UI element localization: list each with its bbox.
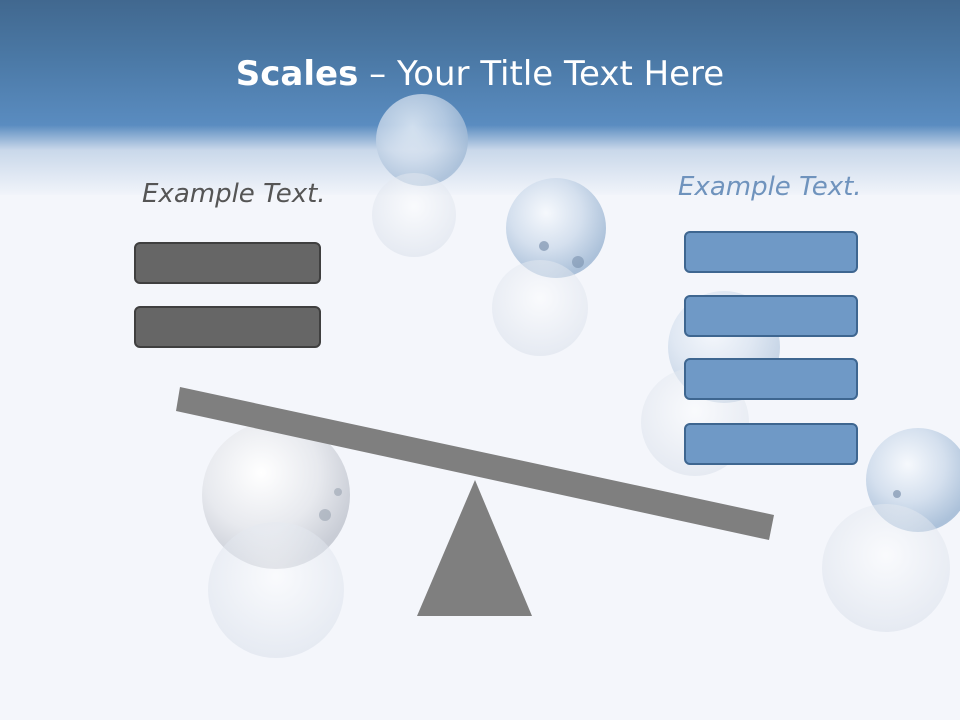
right-box-3 <box>684 358 858 400</box>
slide-title: Scales – Your Title Text Here <box>0 52 960 96</box>
right-box-4 <box>684 423 858 465</box>
right-box-1 <box>684 231 858 273</box>
title-rest: – Your Title Text Here <box>358 54 725 94</box>
title-strong: Scales <box>235 54 359 94</box>
scale-beam <box>176 387 774 540</box>
left-box-2 <box>134 306 321 348</box>
left-box-1 <box>134 242 321 284</box>
scale-fulcrum <box>417 480 532 616</box>
right-box-2 <box>684 295 858 337</box>
title-band <box>0 0 960 195</box>
right-example-label: Example Text. <box>678 172 862 202</box>
left-example-label: Example Text. <box>142 179 326 209</box>
